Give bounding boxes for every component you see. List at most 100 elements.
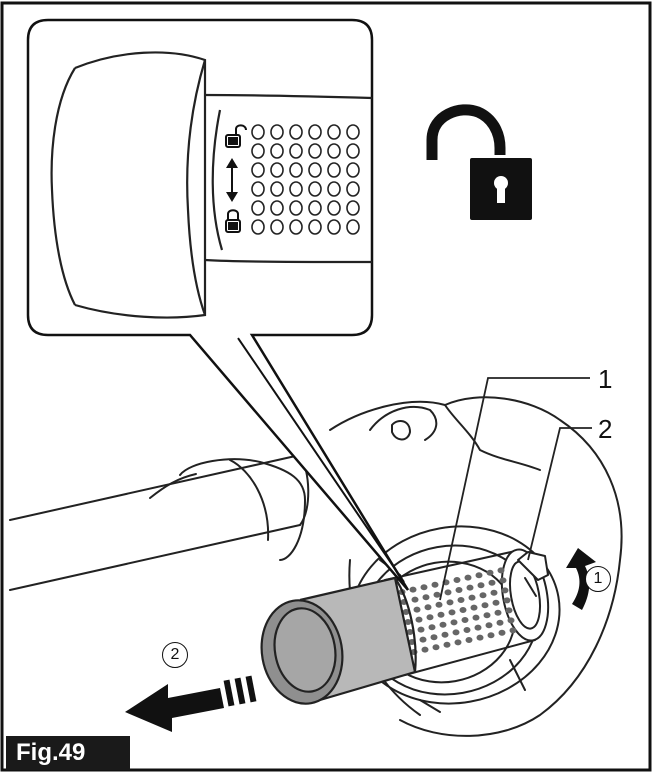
filter-hole — [439, 621, 447, 628]
locked-symbol-icon — [225, 209, 241, 233]
mesh-hole — [289, 143, 303, 159]
locking-tab-notch — [524, 577, 537, 597]
blower-body-knob — [391, 419, 411, 441]
tube-far-edge — [149, 473, 197, 499]
mesh-hole — [308, 124, 322, 140]
filter-hole — [465, 637, 473, 643]
filter-hole — [422, 594, 430, 601]
filter-hole — [498, 629, 506, 636]
mesh-hole — [327, 124, 341, 140]
filter-hole — [496, 619, 504, 626]
tube-lower-edge — [9, 524, 301, 591]
filter-hole — [402, 609, 410, 615]
filter-hole — [411, 596, 419, 603]
zoom-cylinder — [50, 51, 373, 319]
mesh-hole — [289, 200, 303, 216]
mesh-hole — [327, 181, 341, 197]
mesh-hole — [270, 200, 284, 216]
mesh-hole — [308, 162, 322, 178]
filter-hole — [490, 589, 498, 596]
filter-hole — [487, 632, 495, 639]
mesh-hole — [289, 219, 303, 235]
mesh-hole — [270, 162, 284, 178]
filter-hole — [463, 627, 471, 633]
filter-hole — [421, 646, 429, 653]
locking-tab — [517, 551, 549, 581]
filter-hole — [453, 577, 461, 583]
filter-hole — [501, 587, 509, 594]
mesh-hole — [308, 181, 322, 197]
filter-hole — [507, 617, 515, 624]
mesh-hole — [346, 124, 360, 140]
mesh-hole — [346, 143, 360, 159]
filter-hole — [459, 607, 467, 613]
filter-hole — [450, 619, 458, 626]
filter-hole — [437, 611, 445, 618]
filter-hole — [485, 622, 493, 629]
mesh-hole — [346, 200, 360, 216]
filter-hole — [457, 597, 465, 603]
filter-hole — [476, 634, 484, 641]
filter-hole — [470, 604, 478, 611]
filter-hole — [415, 616, 423, 623]
step-1-marker: 1 — [585, 566, 611, 592]
filter-hole — [406, 629, 414, 635]
figure-label: Fig.49 — [6, 736, 130, 770]
filter-hole — [499, 577, 507, 584]
mesh-hole — [251, 181, 265, 197]
filter-hole — [455, 587, 463, 593]
mesh-hole — [251, 143, 265, 159]
filter-hole — [428, 624, 436, 631]
mesh-hole — [289, 124, 303, 140]
blower-body-outline — [329, 396, 623, 737]
filter-hole — [479, 592, 487, 599]
filter-hole — [505, 607, 513, 614]
filter-hole — [433, 591, 441, 598]
filter-hole — [486, 569, 494, 576]
mesh-hole — [327, 162, 341, 178]
blower-body-ridge — [444, 404, 541, 471]
leader-part-1 — [439, 377, 590, 601]
filter-hole — [431, 581, 439, 588]
mesh-hole — [251, 162, 265, 178]
mesh-hole — [308, 219, 322, 235]
mesh-hole — [308, 143, 322, 159]
filter-hole — [441, 631, 449, 638]
unlocked-padlock-icon — [426, 104, 532, 220]
rotate-arrow-icon — [566, 548, 596, 610]
mesh-hole — [308, 200, 322, 216]
mesh-hole — [327, 219, 341, 235]
filter-hole — [472, 614, 480, 621]
tube-collar-ring — [229, 459, 270, 541]
zoom-mesh — [251, 124, 360, 235]
filter-hole — [413, 606, 421, 613]
pull-arrow-icon — [125, 675, 257, 732]
filter-hole — [420, 584, 428, 591]
unlocked-symbol-icon — [225, 124, 247, 148]
mesh-hole — [346, 162, 360, 178]
filter-hole — [454, 639, 462, 646]
tube-collar — [179, 458, 306, 561]
filter-hole — [417, 626, 425, 633]
filter-hole — [452, 629, 460, 636]
filter-hole — [475, 572, 483, 579]
mesh-hole — [289, 162, 303, 178]
mesh-hole — [346, 181, 360, 197]
mesh-hole — [327, 200, 341, 216]
filter-mesh: /* mesh drawn below by script */ — [398, 567, 517, 655]
filter-hole — [494, 609, 502, 616]
filter-hole — [481, 602, 489, 609]
filter-hole — [426, 614, 434, 621]
filter-hole — [466, 584, 474, 591]
mesh-hole — [251, 200, 265, 216]
filter-hole — [509, 627, 517, 634]
filter-hole — [492, 599, 500, 606]
mesh-hole — [270, 143, 284, 159]
leader-part-2 — [527, 427, 592, 561]
filter-hole — [419, 636, 427, 643]
filter-hole — [488, 579, 496, 586]
filter-hole — [409, 586, 417, 593]
mesh-hole — [270, 219, 284, 235]
mesh-hole — [270, 124, 284, 140]
